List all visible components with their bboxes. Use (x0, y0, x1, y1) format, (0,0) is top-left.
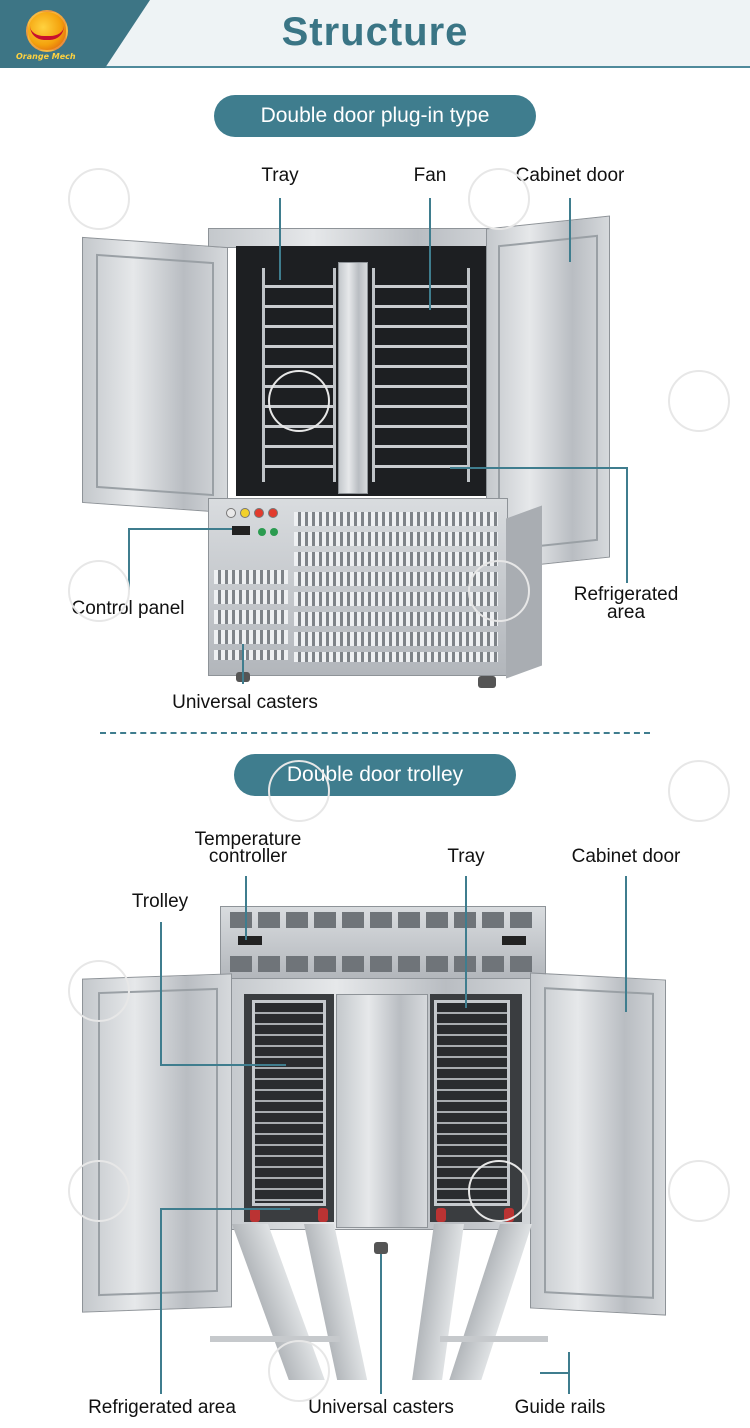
controller-display-right (502, 936, 526, 945)
rail-crossbar (210, 1336, 340, 1342)
leader-refrigerated-v (626, 467, 628, 583)
leader-tray-2 (465, 876, 467, 1008)
label-tray-2: Tray (447, 846, 485, 867)
controller-display-left (238, 936, 262, 945)
rail-crossbar (440, 1336, 548, 1342)
watermark-logo-icon (668, 1160, 730, 1222)
label-cabinet-door-2: Cabinet door (571, 846, 681, 867)
panel-button (254, 508, 264, 518)
watermark-logo-icon (468, 560, 530, 622)
label-refrigerated-area-1: Refrigerated (573, 584, 679, 605)
leader-trolley-v (160, 922, 162, 1066)
watermark-logo-icon (68, 560, 130, 622)
section-divider (100, 732, 650, 734)
panel-button (270, 528, 278, 536)
leader-cabinet-door (569, 198, 571, 262)
label-guide-rails: Guide rails (514, 1397, 606, 1418)
label-universal-casters-2: Universal casters (308, 1397, 454, 1418)
leader-guide-rails-h (540, 1372, 570, 1374)
panel-display (232, 526, 250, 535)
watermark-logo-icon (668, 370, 730, 432)
right-door-panel (498, 234, 598, 552)
trolley-wheel (436, 1208, 446, 1222)
label-refrigerated-area-2: Refrigerated area (88, 1397, 236, 1418)
label-temperature-controller-1: Temperature (194, 829, 302, 850)
center-pillar-2 (336, 994, 428, 1228)
panel-button (226, 508, 236, 518)
trolley-left (252, 1000, 326, 1206)
leader-refrigerated-2-h (160, 1208, 290, 1210)
watermark-logo-icon (468, 168, 530, 230)
logo-text: Orange Mech (16, 52, 76, 61)
leader-guide-rails-v (568, 1352, 570, 1394)
leader-trolley-h (160, 1064, 286, 1066)
watermark-logo-icon (68, 960, 130, 1022)
label-tray: Tray (261, 165, 299, 186)
label-refrigerated-area-2: area (606, 602, 646, 623)
right-door-2-panel (544, 987, 654, 1299)
panel-button (268, 508, 278, 518)
watermark-logo-icon (68, 168, 130, 230)
left-door-panel (96, 253, 214, 497)
watermark-logo-icon (268, 370, 330, 432)
label-trolley: Trolley (131, 891, 189, 912)
top-vent-2 (230, 956, 534, 972)
page-title: Structure (281, 10, 469, 54)
label-fan: Fan (413, 165, 447, 186)
caster (478, 676, 496, 688)
watermark-logo-icon (668, 760, 730, 822)
watermark-logo-icon (268, 760, 330, 822)
top-vent-1 (230, 912, 534, 928)
trolley-wheel (250, 1208, 260, 1222)
cabinet-top (208, 228, 508, 248)
tray-rack-right (372, 268, 470, 482)
left-door-2-panel (98, 987, 218, 1297)
leader-fan (429, 198, 431, 310)
leader-refrigerated-2-v (160, 1208, 162, 1394)
leader-universal-casters-2 (380, 1254, 382, 1394)
vent-grille-left (214, 570, 288, 660)
watermark-logo-icon (468, 1160, 530, 1222)
guide-rail (449, 1224, 532, 1380)
leader-tray (279, 198, 281, 280)
center-pillar (338, 262, 368, 494)
leader-refrigerated-h (450, 467, 628, 469)
panel-button (240, 508, 250, 518)
caster (374, 1242, 388, 1254)
label-universal-casters: Universal casters (172, 692, 318, 713)
orange-mech-logo-icon: Orange Mech (14, 8, 84, 64)
watermark-logo-icon (268, 1340, 330, 1402)
vent-grille-main (294, 512, 498, 662)
leader-casters (242, 644, 244, 684)
logo-swoosh (30, 26, 64, 40)
leader-temperature-controller (245, 876, 247, 940)
watermark-logo-icon (68, 1160, 130, 1222)
panel-button (258, 528, 266, 536)
label-cabinet-door: Cabinet door (515, 165, 625, 186)
header-bar: Orange Mech Structure (0, 0, 750, 68)
leader-cabinet-door-2 (625, 876, 627, 1012)
trolley-wheel (318, 1208, 328, 1222)
leader-control-panel-h (128, 528, 232, 530)
section1-pill: Double door plug-in type (214, 95, 536, 137)
leader-control-panel-v (128, 528, 130, 590)
label-temperature-controller-2: controller (208, 846, 288, 867)
